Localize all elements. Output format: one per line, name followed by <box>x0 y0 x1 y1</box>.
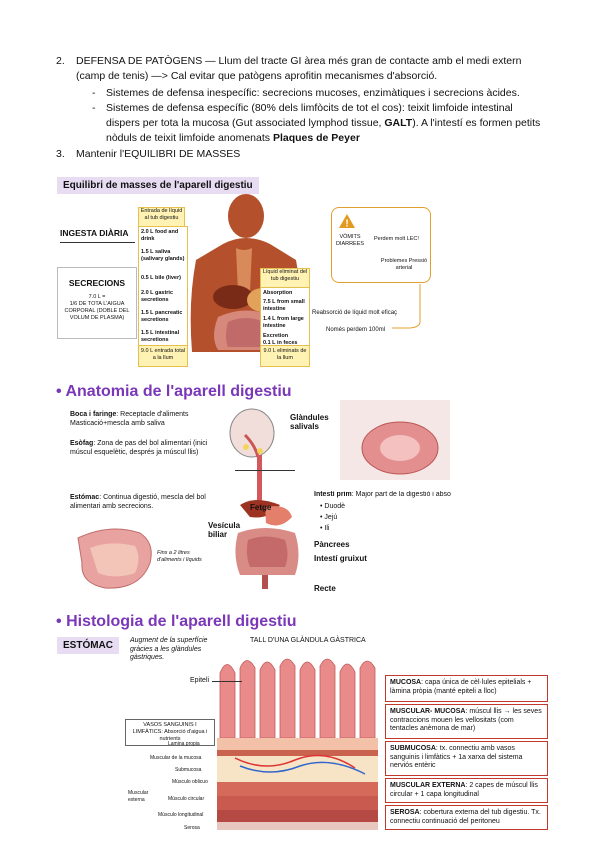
boca-text: Boca i faringe: Receptacle d'aliments Ma… <box>70 411 189 427</box>
peyer-term: Plaques de Peyer <box>272 132 360 144</box>
fins-note: Fins a 2 litres d'aliments i líquids <box>157 550 202 563</box>
entrada-item: 1.5 L pancreatic secretions <box>141 310 183 323</box>
muscular-externa-label: Muscular externa <box>128 790 149 803</box>
list-number-3: 3. <box>56 148 65 160</box>
sub-bullet: - <box>92 87 96 99</box>
entrada-item: 1.5 L saliva (salivary glands) <box>141 249 185 262</box>
augment-note: Augment de la superfície gràcies a les g… <box>130 637 208 661</box>
muscular-externa-box: MUSCULAR EXTERNA: 2 capes de múscul llis… <box>385 778 548 803</box>
eliminat-total: 9.0 L eliminats de la llum <box>263 348 307 361</box>
vasos-box: VASOS SANGUINIS I LIMFÀTICS: Absorció d'… <box>125 719 215 746</box>
list-item-defensa: DEFENSA DE PATÒGENS — Llum del tracte GI… <box>76 55 522 82</box>
sub-bullet: - <box>92 102 96 114</box>
sub-item-inespecific: Sistemes de defensa inespecífic: secreci… <box>106 87 520 99</box>
arrow-connector <box>392 284 421 329</box>
intestine-section-illustration <box>340 400 450 480</box>
eliminat-header: Líquid eliminat del tub digestiu <box>260 268 310 288</box>
layer-label: Músculo oblicuo <box>172 779 208 785</box>
galt-term: GALT <box>384 117 413 129</box>
intesti-gruixut-label: Intestí gruixut <box>314 554 367 563</box>
entrada-header: Entrada de líquid al tub digestiu <box>138 207 185 227</box>
histology-heading: • Histologia de l'aparell digestiu <box>56 613 297 630</box>
estomac-text: Estómac: Continua digestió, mescla del b… <box>70 494 206 510</box>
digestive-system-illustration <box>229 408 299 589</box>
anatomy-heading: • Anatomia de l'aparell digestiu <box>56 383 292 400</box>
fetge-label: Fetge <box>250 503 272 512</box>
secrecions-note: 7.0 L = 1/6 DE TOTA L'AIGUA CORPORAL (DO… <box>64 294 130 321</box>
fig1-title: Equilibri de masses de l'aparell digesti… <box>57 177 259 194</box>
leader-line <box>235 470 295 471</box>
entrada-total: 9.0 L entrada total a la llum <box>140 348 186 361</box>
submucosa-box: SUBMUCOSA: tx. connectiu amb vasos sangu… <box>385 741 548 776</box>
intesti-item: • Ili <box>320 525 330 532</box>
vomits-label: VÒMITS DIARREES <box>335 234 365 247</box>
mucosa-box: MUCOSA: capa única de cèl·lules epitelia… <box>385 675 548 702</box>
layer-label: Muscular de la mucosa <box>150 755 202 761</box>
pancrees-label: Pàncrees <box>314 540 350 549</box>
layer-label: Músculo circular <box>168 796 205 802</box>
eliminat-list: Absorption 7.5 L from small intestine 1.… <box>260 287 310 346</box>
excretion-value: 0.1 L in feces <box>263 340 298 346</box>
absorption-large: 1.4 L from large intestine <box>263 316 304 329</box>
intesti-item: • Jejú <box>320 514 338 521</box>
epiteli-label: Epiteli <box>190 677 210 684</box>
eliminat-title: Líquid eliminat del tub digestiu <box>262 269 308 282</box>
reabsorcio-label: Reabsorció de líquid molt eficaç <box>312 310 398 316</box>
absorption-small: 7.5 L from small intestine <box>263 299 305 312</box>
excretion-label: Excretion <box>263 333 289 339</box>
intesti-item: • Duodè <box>320 503 346 510</box>
absorption-label: Absorption <box>263 290 293 296</box>
entrada-list: 2.0 L food and drink 1.5 L saliva (saliv… <box>138 226 188 346</box>
vesicula-label: Vesícula biliar <box>208 521 241 539</box>
secrecions-label: SECRECIONS <box>68 278 126 288</box>
entrada-item: 2.0 L food and drink <box>141 229 179 242</box>
perdem-label: Perdem molt LEC! <box>374 236 419 242</box>
eliminat-total-box: 9.0 L eliminats de la llum <box>260 345 310 367</box>
ingesta-box: INGESTA DIÀRIA <box>60 228 135 243</box>
esofag-text: Esòfag: Zona de pas del bol alimentari (… <box>70 440 208 456</box>
nomes-label: Només perdem 100ml <box>326 327 386 333</box>
svg-text:!: ! <box>345 219 348 230</box>
muscular-mucosa-box: MUSCULAR- MUCOSA: múscul llis → les seve… <box>385 704 548 739</box>
recte-label: Recte <box>314 584 336 593</box>
entrada-title: Entrada de líquid al tub digestiu <box>140 208 183 221</box>
stomach-inset-illustration <box>77 528 152 589</box>
vomits-box: ! VÒMITS DIARREES Perdem molt LEC! Probl… <box>331 207 431 283</box>
secrecions-box: SECRECIONS 7.0 L = 1/6 DE TOTA L'AIGUA C… <box>57 267 137 339</box>
problemes-label: Problemes Pressió arterial <box>380 258 428 271</box>
ingesta-label: INGESTA DIÀRIA <box>60 228 129 238</box>
gastric-gland-illustration <box>215 648 380 833</box>
layer-label: Serosa <box>184 825 200 831</box>
serosa-box: SEROSA: cobertura externa del tub digest… <box>385 805 548 830</box>
glandules-label: Glàndules salivals <box>290 413 329 431</box>
estomac-label: ESTÓMAC <box>57 637 119 654</box>
intesti-prim-text: Intestí prim: Major part de la digestió … <box>314 491 451 498</box>
entrada-total-box: 9.0 L entrada total a la llum <box>138 345 188 367</box>
list-number-2: 2. <box>56 55 65 67</box>
layer-label: Submucosa <box>175 767 202 773</box>
sub-item-especific: Sistemes de defensa específic (80% dels … <box>106 102 541 144</box>
entrada-item: 0.5 L bile (liver) <box>141 275 181 281</box>
warning-icon: ! <box>339 214 355 230</box>
leader-line <box>212 681 242 682</box>
vasos-label: VASOS SANGUINIS I LIMFÀTICS: Absorció d'… <box>132 722 208 742</box>
layer-label: Lamina propia <box>168 741 200 747</box>
layer-label: Músculo longitudinal <box>158 812 204 818</box>
tall-label: TALL D'UNA GLÀNDULA GÀSTRICA <box>250 637 366 644</box>
entrada-item: 1.5 L intestinal secretions <box>141 330 180 343</box>
entrada-item: 2.0 L gastric secretions <box>141 290 173 303</box>
list-item-equilibri: Mantenir l'EQUILIBRI DE MASSES <box>76 148 241 160</box>
